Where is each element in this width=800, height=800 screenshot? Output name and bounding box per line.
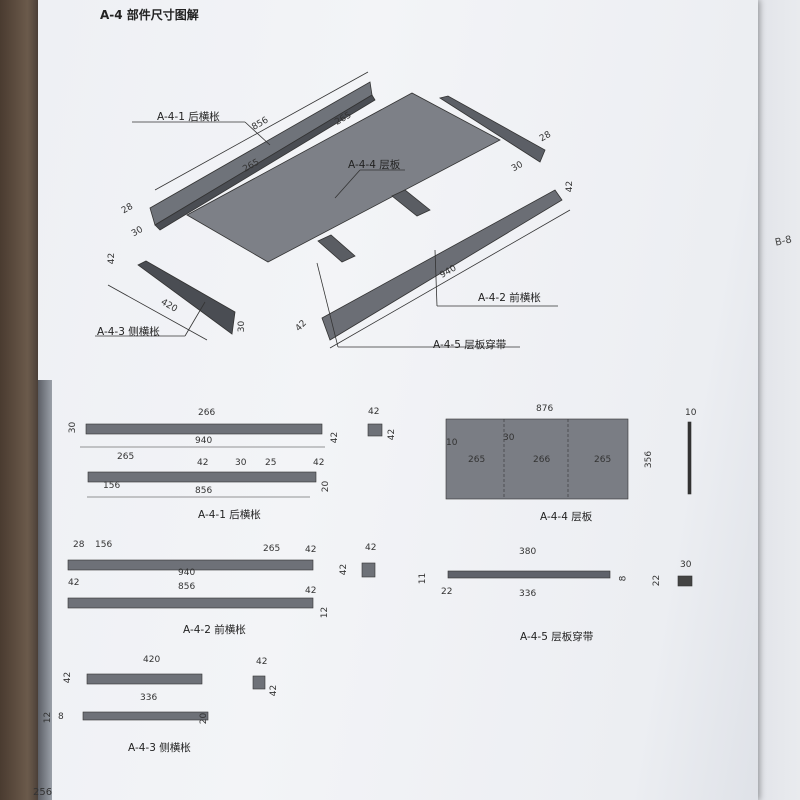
dimension-label: 42 <box>387 428 398 441</box>
dimension-label: 266 <box>198 408 216 418</box>
dimension-label: 30 <box>68 421 79 434</box>
dimension-label: 940 <box>195 436 213 446</box>
dimension-label: 20 <box>321 480 332 493</box>
iso-side-rail-left <box>137 260 236 335</box>
dimension-label: 42 <box>305 586 317 596</box>
a44-section <box>687 421 692 495</box>
dimension-label: 30 <box>680 560 692 570</box>
a42-bottom-view <box>67 597 314 609</box>
a45-side-view <box>447 570 611 579</box>
dimension-label: 940 <box>178 568 196 578</box>
part-label: A-4-1 后横枨 <box>157 111 220 123</box>
a41-bottom-view <box>87 471 317 483</box>
dimension-label: 42 <box>63 671 74 684</box>
dimension-label: 20 <box>199 712 210 725</box>
dimension-label: 42 <box>68 578 80 588</box>
dimension-label: 42 <box>330 431 341 444</box>
dimension-label: 25 <box>265 458 277 468</box>
a43-section <box>252 675 266 690</box>
dimension-label: 8 <box>618 575 629 582</box>
dimension-label: 42 <box>305 545 317 555</box>
part-label: A-4-4 层板 <box>540 511 593 523</box>
dimension-label: 11 <box>418 572 429 585</box>
part-label: A-4-5 层板穿带 <box>520 631 594 643</box>
page-number: 256 <box>33 787 53 798</box>
dimension-label: 30 <box>235 458 247 468</box>
part-label: A-4-5 层板穿带 <box>433 339 507 351</box>
a42-section <box>361 562 376 578</box>
a45-section <box>677 575 693 587</box>
dimension-label: 10 <box>685 408 697 418</box>
dimension-label: 42 <box>197 458 209 468</box>
dimension-label: 42 <box>365 543 377 553</box>
a41-top-view <box>85 423 323 435</box>
dimension-label: 156 <box>103 481 121 491</box>
dimension-label: 28 <box>73 540 85 550</box>
dimension-label: 12 <box>43 711 54 724</box>
iso-front-rail <box>321 189 563 341</box>
dimension-label: 22 <box>652 574 663 587</box>
part-label: A-4-1 后横枨 <box>198 509 261 521</box>
dimension-label: 42 <box>269 684 280 697</box>
dimension-label: 336 <box>519 589 537 599</box>
dimension-label: 265 <box>468 455 486 465</box>
iso-side-rail-right <box>439 95 546 163</box>
a41-section <box>367 423 383 437</box>
part-label: A-4-3 侧横枨 <box>128 742 191 754</box>
part-label: A-4-3 侧横枨 <box>97 326 160 338</box>
dimension-label: 876 <box>536 404 554 414</box>
dimension-label: 380 <box>519 547 537 557</box>
dimension-label: 30 <box>237 320 248 333</box>
iso-through-band <box>391 189 431 217</box>
dimension-label: 336 <box>140 693 158 703</box>
dimension-label: 42 <box>256 657 268 667</box>
dimension-label: 12 <box>320 606 331 619</box>
dimension-label: 856 <box>195 486 213 496</box>
part-label: A-4-4 层板 <box>348 159 401 171</box>
dimension-label: 265 <box>263 544 281 554</box>
part-label: A-4-2 前横枨 <box>183 624 246 636</box>
a42-top-view <box>67 559 314 571</box>
dimension-label: 42 <box>368 407 380 417</box>
dimension-label: 420 <box>143 655 161 665</box>
dimension-label: 42 <box>339 563 350 576</box>
part-label: A-4-2 前横枨 <box>478 292 541 304</box>
page-edge <box>38 380 52 800</box>
iso-shelf-board <box>186 92 501 263</box>
a44-plan-view <box>445 418 629 500</box>
dimension-label: 22 <box>441 587 453 597</box>
a43-top-view <box>86 673 203 685</box>
dimension-label: 856 <box>178 582 196 592</box>
dimension-label: 156 <box>95 540 113 550</box>
a43-bottom-view <box>82 711 209 721</box>
dimension-label: 356 <box>644 450 655 469</box>
dimension-label: 266 <box>533 455 551 465</box>
dimension-label: 42 <box>107 252 118 265</box>
iso-back-rail-side <box>154 94 376 231</box>
dimension-label: 42 <box>313 458 325 468</box>
dimension-label: 30 <box>503 433 515 443</box>
iso-through-band <box>317 234 356 263</box>
dimension-label: 265 <box>594 455 612 465</box>
dimension-label: 10 <box>446 438 458 448</box>
dimension-label: 42 <box>565 180 576 193</box>
dimension-label: 265 <box>117 452 135 462</box>
page-title: A-4 部件尺寸图解 <box>100 8 199 22</box>
dimension-label: 8 <box>58 712 64 722</box>
